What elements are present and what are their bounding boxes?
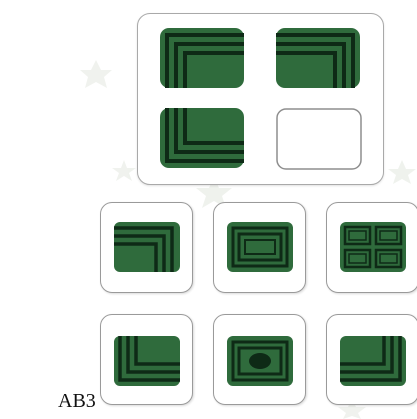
option-5-pattern (227, 336, 293, 386)
answer-option-5[interactable] (213, 314, 306, 405)
option-1-pattern (114, 222, 180, 272)
option-6-pattern (340, 336, 406, 386)
option-4-pattern (114, 336, 180, 386)
answer-option-3[interactable] (326, 202, 417, 293)
answer-option-4[interactable] (100, 314, 193, 405)
puzzle-label: AB3 (58, 390, 96, 412)
option-3-pattern (340, 222, 406, 272)
option-2-pattern (227, 222, 293, 272)
puzzle-matrix (137, 13, 384, 185)
matrix-cell-missing (276, 108, 362, 170)
matrix-cell-top-right (276, 28, 360, 88)
matrix-cell-top-left (160, 28, 244, 88)
answer-option-2[interactable] (213, 202, 306, 293)
answer-option-6[interactable] (326, 314, 417, 405)
matrix-cell-bottom-left (160, 108, 244, 168)
answer-option-1[interactable] (100, 202, 193, 293)
